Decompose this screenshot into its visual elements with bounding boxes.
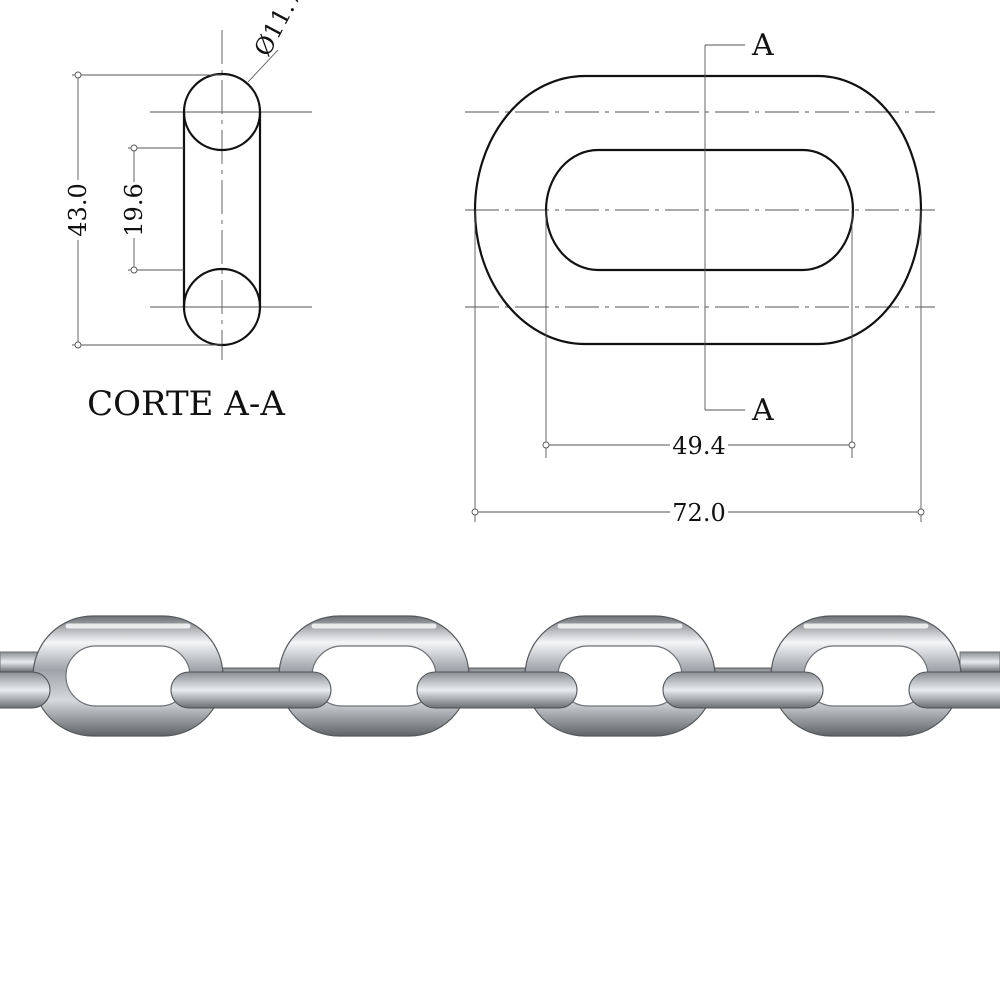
section-marker-top: A: [751, 28, 774, 63]
chain-interlocking-link: [170, 671, 332, 709]
section-upper-circle: [182, 72, 262, 152]
section-view: Ø11.7 43.0 19.6 CORTE A-A: [64, 0, 312, 424]
section-marker-bottom: A: [751, 393, 774, 428]
outer-height-dot-top: [74, 71, 82, 79]
outer-height-label: 43.0: [64, 183, 92, 236]
outer-length-dot-left: [471, 508, 479, 516]
outer-length-dot-right: [917, 508, 925, 516]
outer-length-label: 72.0: [672, 499, 725, 527]
outer-length-label-gap: [670, 499, 728, 525]
outer-height-dot-bottom: [74, 341, 82, 349]
inner-height-label: 19.6: [120, 183, 148, 236]
chain-interlocking-link: [416, 671, 578, 709]
chain-interlocking-link: [908, 671, 1000, 709]
chain-front-link-opening: [65, 645, 191, 707]
diameter-leader: [247, 49, 279, 83]
chain-front-link-opening: [557, 645, 683, 707]
inner-length-dot-left: [542, 441, 550, 449]
section-title: CORTE A-A: [87, 384, 285, 424]
inner-height-label-gap: [120, 182, 148, 238]
inner-height-dot-bottom: [130, 266, 138, 274]
inner-length-label: 49.4: [672, 432, 725, 460]
chain-front-link-opening: [803, 645, 929, 707]
outer-height-label-gap: [64, 180, 92, 240]
plan-inner-outline: [544, 148, 855, 272]
plan-outer-outline: [473, 74, 923, 346]
chain-interlocking-link-left-edge: [0, 671, 51, 709]
plan-view: A A 49.4 72.0: [465, 28, 935, 527]
inner-length-dot-right: [848, 441, 856, 449]
chain-front-link-opening: [311, 645, 437, 707]
chain-photo: [0, 615, 1000, 737]
chain-interlocking-link: [662, 671, 824, 709]
chain-end-rod-right: [959, 651, 1000, 673]
inner-height-dot-top: [130, 144, 138, 152]
diameter-label: Ø11.7: [249, 0, 308, 61]
inner-length-label-gap: [670, 432, 728, 458]
